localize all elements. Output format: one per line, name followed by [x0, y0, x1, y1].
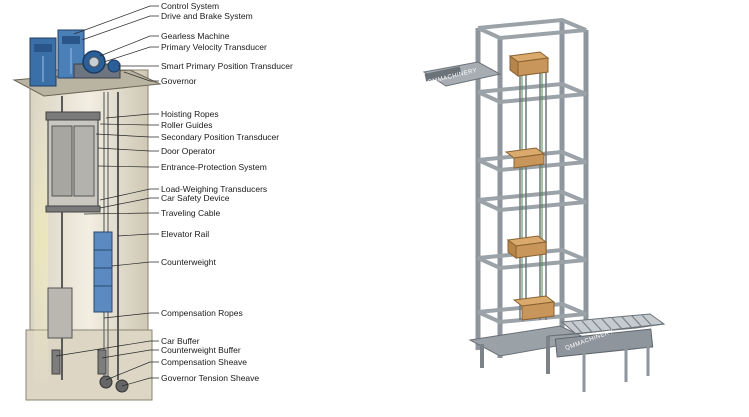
leader-line — [105, 113, 159, 119]
control-system-icon — [29, 29, 85, 87]
leader-line — [99, 197, 159, 209]
diagram-label: Drive and Brake System — [161, 11, 253, 21]
carton-middle — [506, 235, 548, 259]
leader-line — [81, 15, 159, 41]
diagram-label: Counterweight — [161, 257, 216, 267]
leader-line — [99, 123, 159, 126]
leader-line — [111, 261, 159, 267]
leader-line — [117, 233, 159, 237]
diagram-label: Secondary Position Transducer — [161, 132, 279, 142]
conveyor-photo: QMMACHINERY QMMACHINERY — [422, 17, 666, 392]
leader-line — [55, 340, 159, 357]
diagram-label: Roller Guides — [161, 120, 213, 130]
carton-boxes — [504, 51, 556, 321]
leader-line — [97, 165, 159, 168]
top-infeed-arm — [422, 61, 502, 87]
leader-line — [105, 361, 159, 381]
counterweight-icon — [93, 231, 113, 313]
leader-line — [103, 46, 159, 63]
leader-line — [103, 312, 159, 319]
diagram-label: Governor Tension Sheave — [161, 373, 259, 383]
carton-lower — [512, 295, 556, 321]
carton-top — [508, 51, 550, 77]
diagram-label: Hoisting Ropes — [161, 109, 219, 119]
leader-line — [73, 5, 159, 35]
counterweight-buffer-icon — [97, 349, 107, 375]
diagram-label: Entrance-Protection System — [161, 162, 267, 172]
diagram-label: Compensation Ropes — [161, 308, 243, 318]
diagram-label: Load-Weighing Transducers — [161, 184, 267, 194]
leader-line — [99, 188, 159, 201]
diagram-label: Traveling Cable — [161, 208, 220, 218]
car-buffer-icon — [51, 349, 61, 375]
diagram-label: Elevator Rail — [161, 229, 209, 239]
diagram-label: Primary Velocity Transducer — [161, 42, 267, 52]
gearless-machine-icon — [73, 50, 121, 79]
diagram-label: Car Buffer — [161, 336, 200, 346]
diagram-label: Compensation Sheave — [161, 357, 247, 367]
leader-line — [123, 71, 159, 82]
diagram-label: Control System — [161, 1, 219, 11]
carton-upper — [504, 147, 546, 169]
diagram-label: Smart Primary Position Transducer — [161, 61, 293, 71]
leader-line — [95, 133, 159, 138]
roller-outfeed-conveyor — [547, 313, 666, 358]
diagram-label: Car Safety Device — [161, 193, 230, 203]
diagram-label: Governor — [161, 76, 197, 86]
lower-landing-door — [47, 287, 73, 339]
compensation-sheave-icon — [99, 375, 113, 389]
leader-line — [97, 147, 159, 152]
elevator-car — [45, 111, 101, 213]
diagram-label: Counterweight Buffer — [161, 345, 241, 355]
leader-line — [83, 212, 159, 215]
leader-line — [121, 377, 159, 387]
leader-line — [101, 349, 159, 359]
shaft-light — [34, 90, 48, 390]
diagram-label: Gearless Machine — [161, 31, 230, 41]
leader-line — [99, 35, 159, 57]
diagram-label: Door Operator — [161, 146, 215, 156]
